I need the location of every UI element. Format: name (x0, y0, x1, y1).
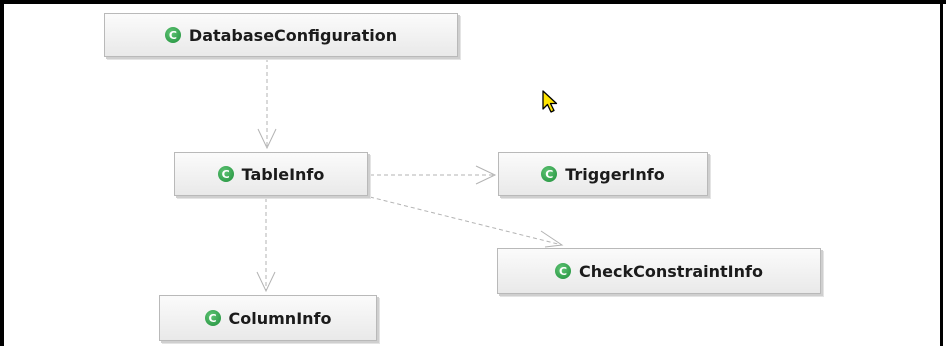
class-name: TableInfo (241, 164, 325, 184)
class-node-column-info[interactable]: C ColumnInfo (159, 295, 377, 341)
class-node-database-configuration[interactable]: C DatabaseConfiguration (104, 13, 458, 57)
class-name: ColumnInfo (228, 308, 332, 328)
class-node-trigger-info[interactable]: C TriggerInfo (498, 152, 708, 196)
class-name: CheckConstraintInfo (579, 261, 763, 281)
class-name: TriggerInfo (565, 164, 665, 184)
window-frame-left (0, 0, 4, 346)
class-icon: C (204, 310, 221, 326)
window-frame-right (940, 0, 943, 346)
class-icon: C (217, 166, 234, 182)
dependency-db-to-table (257, 58, 277, 150)
dependency-table-to-trigger (370, 165, 497, 185)
class-node-table-info[interactable]: C TableInfo (174, 152, 368, 196)
class-name: DatabaseConfiguration (188, 25, 398, 45)
window-frame-top (0, 0, 946, 4)
class-icon: C (555, 263, 572, 279)
class-node-check-constraint-info[interactable]: C CheckConstraintInfo (497, 248, 821, 294)
dependency-table-to-column (256, 198, 276, 293)
class-icon: C (541, 166, 558, 182)
mouse-cursor-icon (542, 90, 558, 113)
class-icon: C (164, 27, 181, 43)
dependency-table-to-check (369, 196, 564, 248)
